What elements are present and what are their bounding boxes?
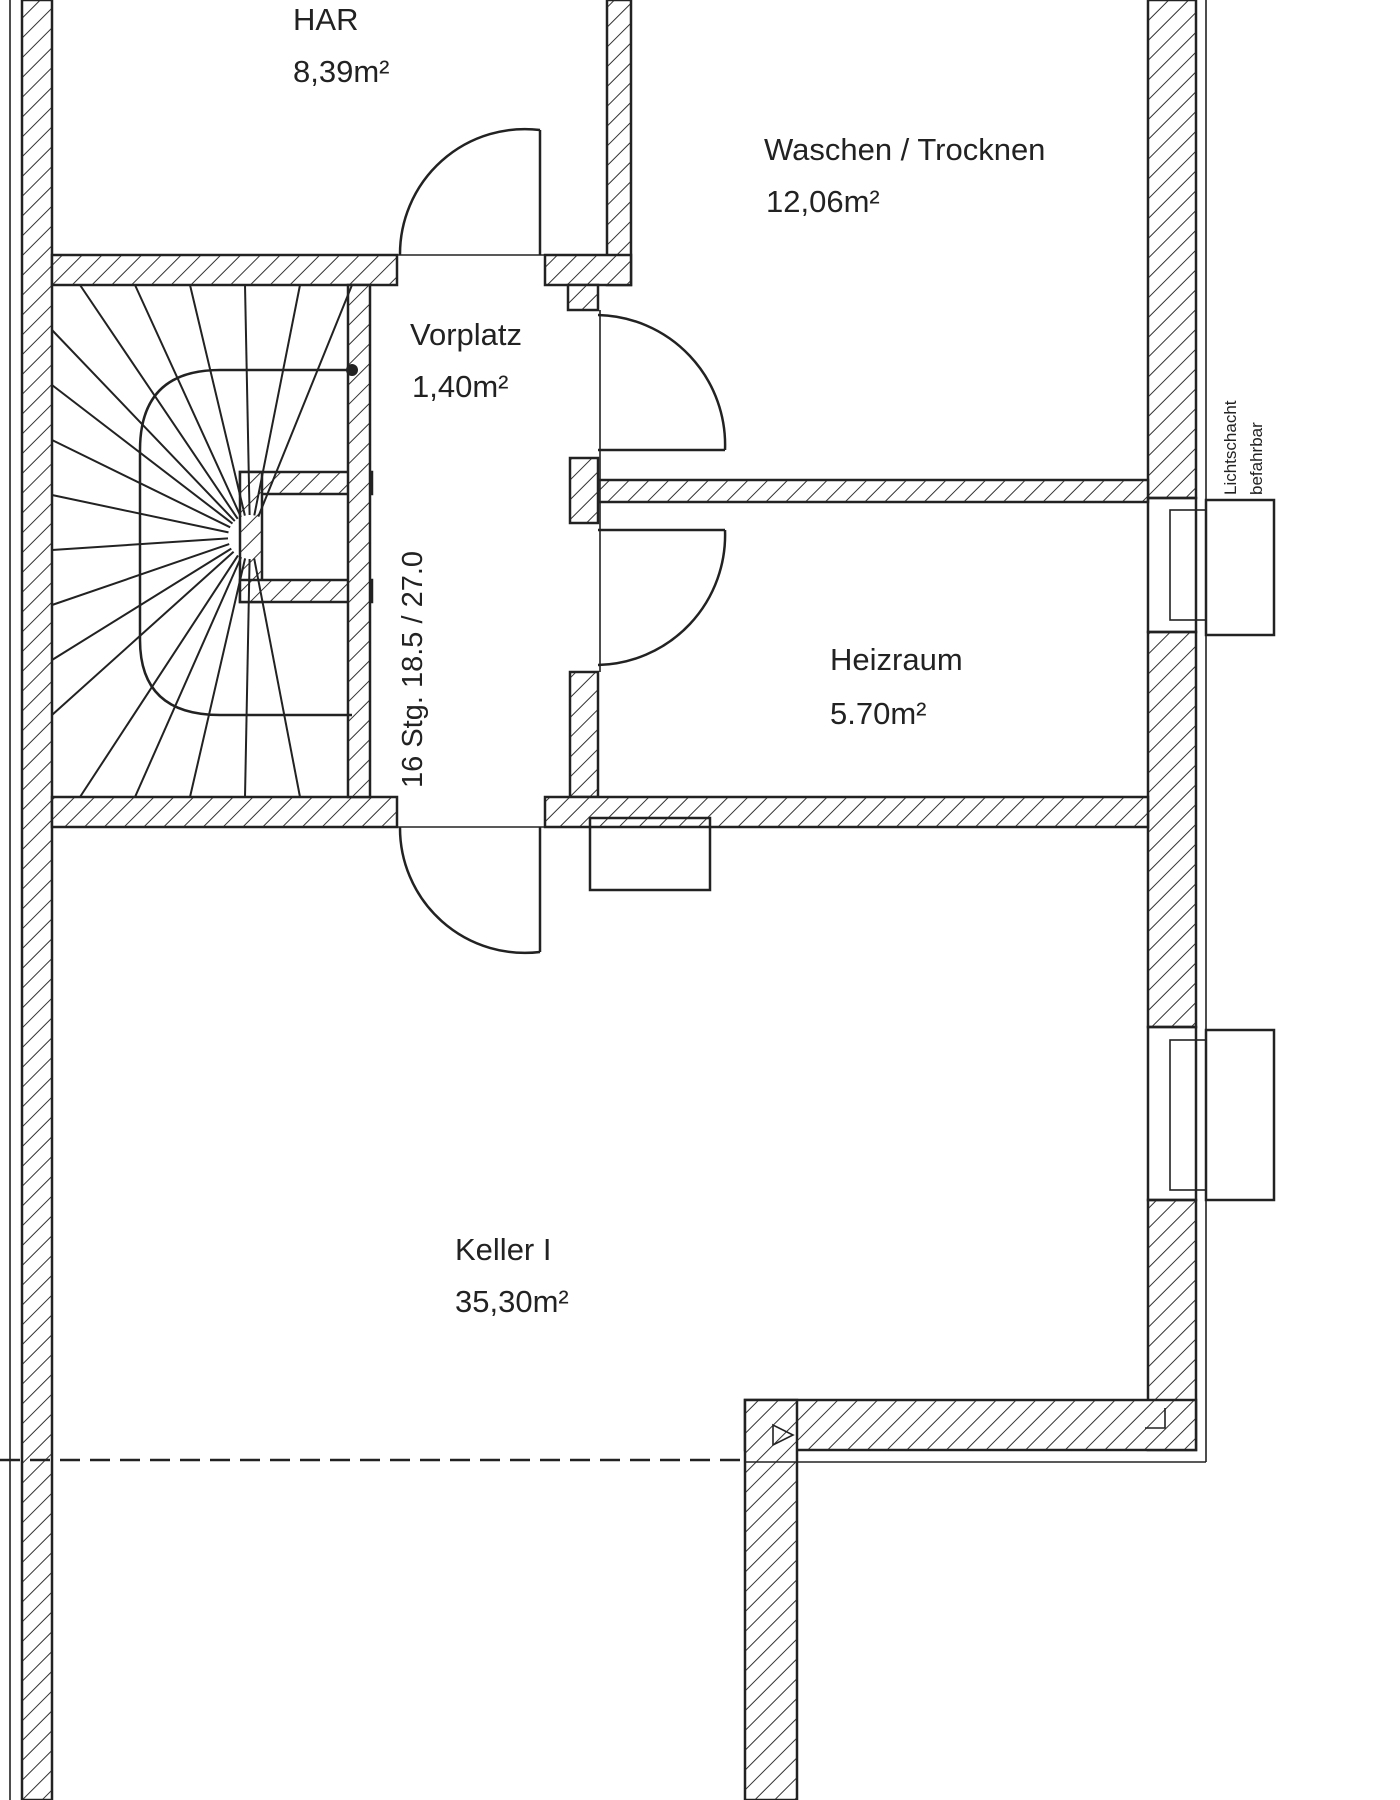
outline-lines <box>9 0 1207 1800</box>
stair-tread <box>189 284 246 516</box>
wall-keller-lower <box>743 1398 799 1800</box>
room-name-waschen: Waschen / Trocknen <box>764 132 1045 167</box>
stair-core-bottom <box>238 578 374 604</box>
room-name-heizraum: Heizraum <box>830 642 963 677</box>
room-area-har: 8,39m² <box>293 54 389 89</box>
lightwell-windows <box>1146 496 1276 1202</box>
room-area-keller: 35,30m² <box>455 1284 569 1319</box>
stair-treads <box>51 284 353 798</box>
stair-tread <box>51 439 231 529</box>
stair-tread <box>51 547 232 661</box>
outer-wall-right-upper <box>1146 0 1198 500</box>
lightwell-lower <box>1204 1028 1276 1202</box>
wall-heizraum-bottom <box>543 795 1150 829</box>
stair-start-dot <box>346 364 358 376</box>
stair-tread <box>51 384 234 525</box>
window-upper <box>1146 496 1198 634</box>
wall-vorplatz-pier-top <box>566 283 600 312</box>
staircase[interactable] <box>51 284 358 798</box>
stair-right-wall <box>346 283 372 799</box>
stair-tread <box>244 284 251 516</box>
room-area-heizraum: 5.70m² <box>830 696 926 731</box>
stair-tread <box>189 558 247 798</box>
stair-tread <box>51 494 229 534</box>
wall-har-bottom <box>50 253 399 287</box>
room-area-vorplatz: 1,40m² <box>412 369 508 404</box>
window-lower <box>1146 1025 1198 1202</box>
lightwell-label-line2: befahrbar <box>1247 422 1266 495</box>
wall-har-bottom-stub <box>543 253 633 287</box>
wall-keller-step <box>743 1398 1198 1452</box>
stair-tread <box>257 284 353 517</box>
room-name-vorplatz: Vorplatz <box>410 317 522 352</box>
doors <box>397 127 727 955</box>
lightwell-label-line1: Lichtschacht <box>1221 400 1240 495</box>
wall-pier-middle <box>568 456 600 525</box>
stair-tread <box>244 558 251 798</box>
room-area-waschen: 12,06m² <box>766 184 880 219</box>
stair-tread <box>253 284 301 516</box>
corner-marker-right <box>1145 1408 1166 1429</box>
stair-label: 16 Stg. 18.5 / 27.0 <box>397 551 429 788</box>
stair-tread <box>51 537 229 551</box>
stair-walkline <box>138 368 352 717</box>
stair-tread <box>79 284 239 520</box>
wall-heizraum-left <box>568 670 600 799</box>
stair-tread <box>134 556 243 798</box>
room-name-har: HAR <box>293 2 358 37</box>
outer-wall-left <box>20 0 54 1800</box>
stair-tread <box>51 550 235 716</box>
stair-tread <box>51 329 236 522</box>
fixture-box <box>588 816 712 892</box>
stair-tread <box>79 554 239 798</box>
walls <box>20 0 1198 1800</box>
outer-wall-right-middle <box>1146 630 1198 1029</box>
wall-waschen-heizraum <box>596 478 1150 504</box>
wall-stair-bottom <box>50 795 399 829</box>
stair-tread <box>253 558 301 798</box>
room-name-keller: Keller I <box>455 1232 551 1267</box>
lightwell-upper <box>1204 498 1276 637</box>
wall-har-right <box>605 0 633 287</box>
stair-tread <box>51 543 230 606</box>
stair-tread <box>134 284 242 518</box>
corner-marker-left <box>772 1423 795 1447</box>
